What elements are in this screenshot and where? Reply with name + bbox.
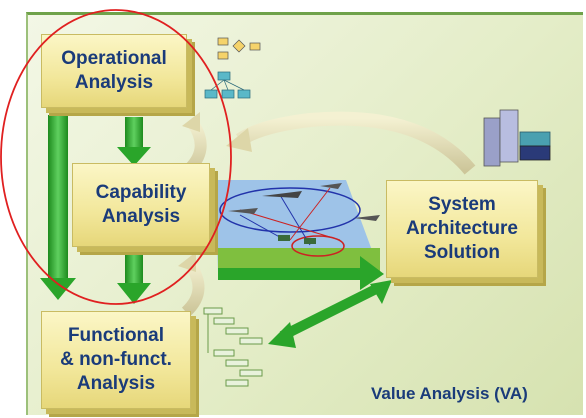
function-tree-icon [203,307,263,387]
fn-system-double-arrow [268,280,392,348]
functional-analysis-box: Functional & non-funct. Analysis [41,311,191,409]
value-analysis-label: Value Analysis (VA) [371,384,528,403]
highlight-circle [0,9,232,305]
operational-analysis-label: Operational Analysis [61,48,167,93]
hierarchy-icon [204,71,251,99]
capability-analysis-box: Capability Analysis [72,163,210,247]
operational-analysis-box: Operational Analysis [41,34,187,108]
operational-scenario-image [215,180,380,272]
cap-to-fn-arrow [117,253,151,304]
scenario-to-system-arrow [218,256,384,290]
system-to-op-feedback-arrow [235,111,476,175]
system-architecture-box: System Architecture Solution [386,180,538,278]
main-down-arrow [40,115,76,300]
computer-system-icon [483,109,551,167]
functional-analysis-label: Functional & non-funct. Analysis [60,325,172,394]
op-to-cap-arrow [117,117,151,166]
flowchart-icon [217,37,261,60]
system-architecture-label: System Architecture Solution [406,194,518,263]
capability-analysis-label: Capability Analysis [95,182,187,227]
